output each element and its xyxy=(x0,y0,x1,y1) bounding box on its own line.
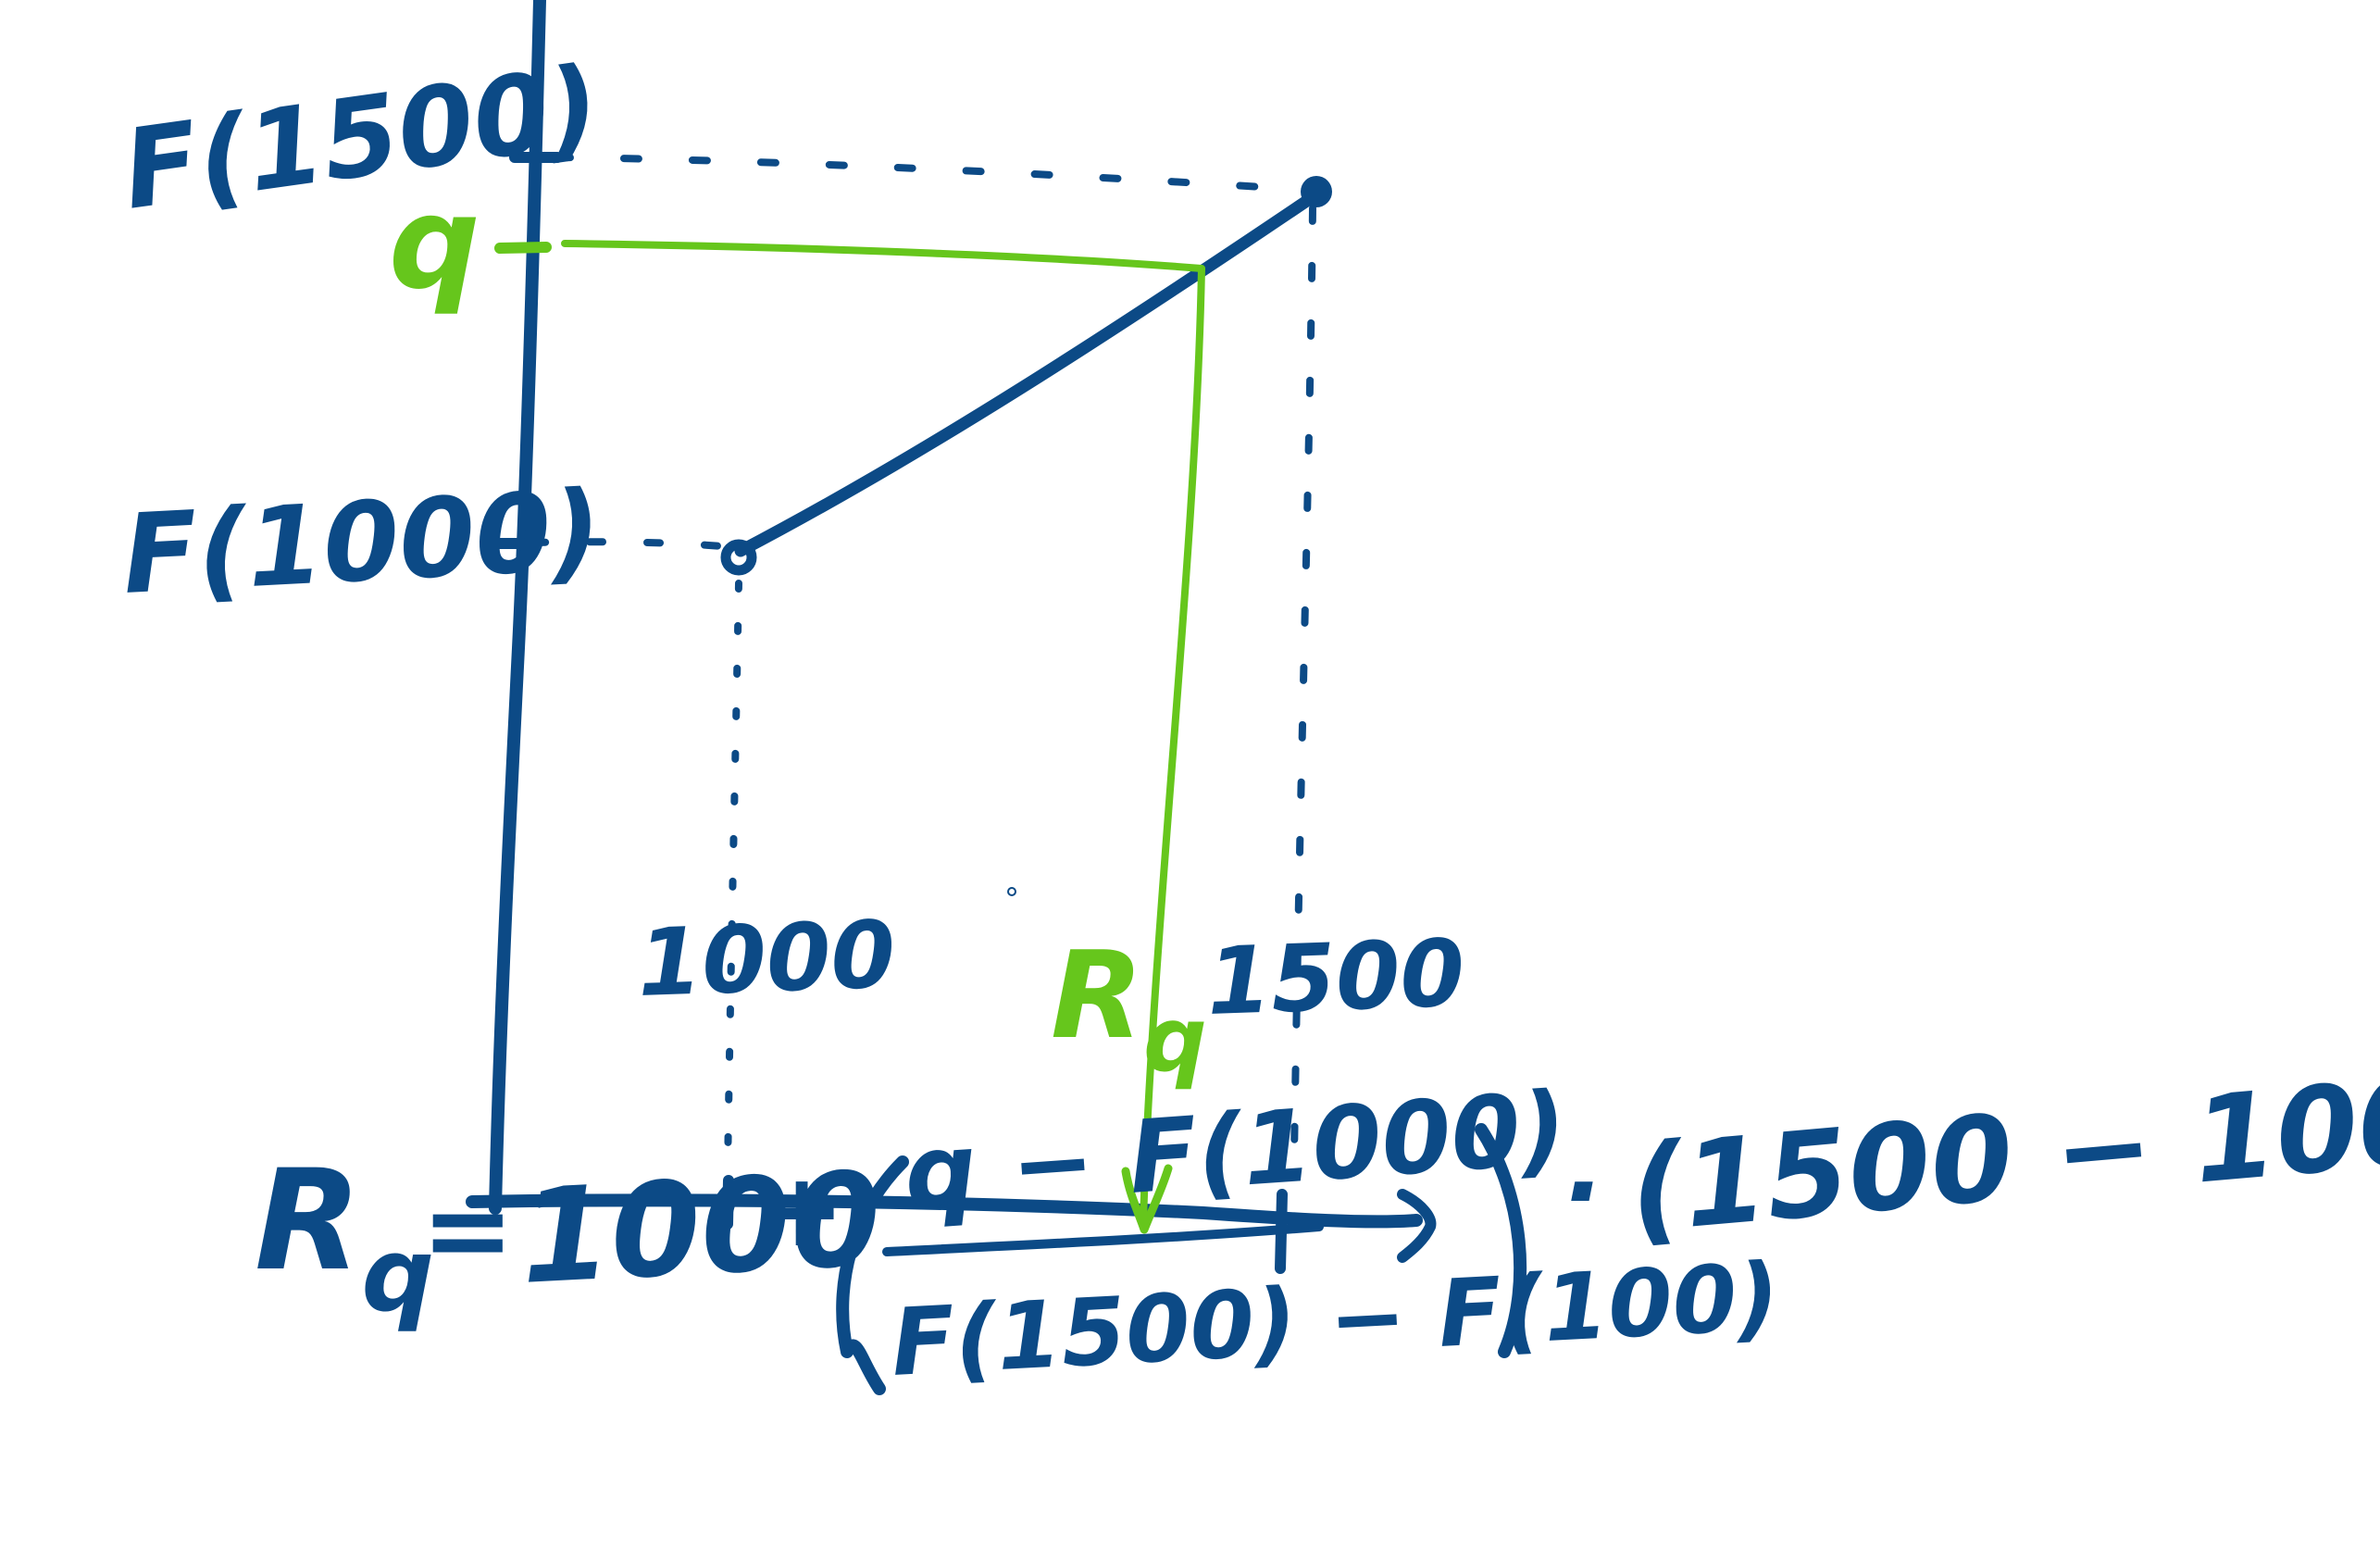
formula-denominator: F(1500) − F(100) xyxy=(889,1243,1782,1397)
label-rq: Rq xyxy=(1051,925,1207,1092)
label-f1000: F(1000) xyxy=(119,466,604,618)
formula-fraction-bar xyxy=(882,1222,1324,1256)
q-vertical-line xyxy=(1140,265,1205,1226)
q-horizontal-line xyxy=(561,240,1205,272)
formula-range: (1500 − 1000) xyxy=(1625,1040,2380,1260)
cdf-line xyxy=(734,186,1326,557)
formula-lhs-sub: q xyxy=(362,1216,435,1334)
axes xyxy=(466,0,1437,1263)
formula-equals: = xyxy=(421,1167,515,1295)
x-axis-line xyxy=(466,1193,1423,1229)
cdf-segment xyxy=(720,176,1332,576)
formula-left-paren xyxy=(836,1155,909,1395)
x-axis-labels: 1000 1500 Rq xyxy=(636,900,1466,1092)
label-rq-sub: q xyxy=(1143,988,1207,1092)
guide-1500-vertical xyxy=(1290,205,1316,1161)
y-axis-line xyxy=(489,0,546,1215)
formula-lhs-main: R xyxy=(255,1141,362,1302)
label-rq-main: R xyxy=(1051,925,1143,1066)
cdf-open-point xyxy=(720,539,757,576)
dashed-guides xyxy=(529,154,1316,1175)
x-axis-arrowhead xyxy=(1397,1189,1437,1263)
formula-numerator: q − F(1000) xyxy=(901,1070,1570,1232)
guide-1000-vertical xyxy=(724,580,742,1175)
label-1500: 1500 xyxy=(1205,918,1466,1036)
formula-lhs: Rq xyxy=(255,1141,434,1334)
ticks xyxy=(494,152,1288,1274)
guide-f1500-horizontal xyxy=(552,154,1309,194)
x-tick-1000 xyxy=(722,1175,734,1230)
formula-plus: + xyxy=(759,1151,844,1269)
label-1000: 1000 xyxy=(636,900,897,1018)
formula-base: 1000 xyxy=(517,1144,885,1314)
stray-dot xyxy=(1007,887,1016,896)
q-arrowhead xyxy=(1121,1164,1173,1234)
quantile-path xyxy=(561,240,1205,1234)
cdf-closed-point xyxy=(1301,176,1332,207)
y-tick-q xyxy=(494,242,552,254)
formula-dot: · xyxy=(1563,1132,1601,1251)
guide-f1000-horizontal xyxy=(529,538,726,550)
formula-right-paren xyxy=(1475,1123,1527,1358)
label-q: q xyxy=(389,169,480,318)
